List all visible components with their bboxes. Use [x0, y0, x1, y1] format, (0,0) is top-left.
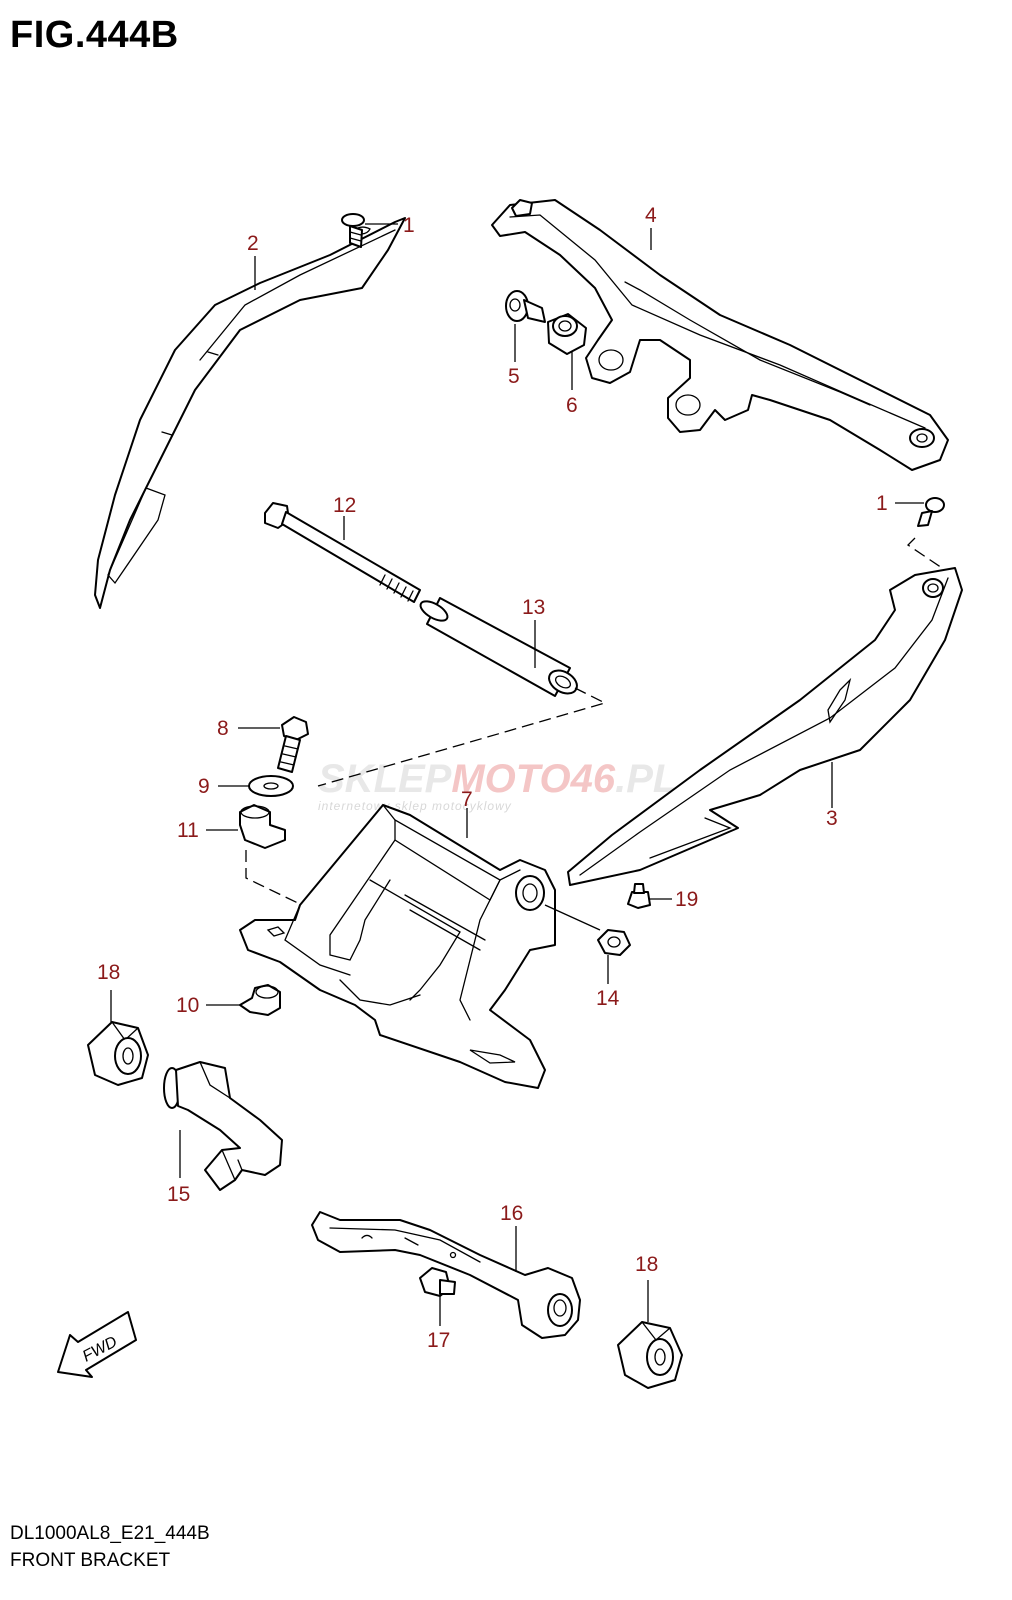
part-5-bolt — [505, 290, 546, 323]
callout-15: 15 — [167, 1183, 190, 1206]
part-11-grommet — [239, 804, 286, 849]
part-9-washer — [248, 775, 294, 797]
part-1-screw-top — [341, 213, 365, 248]
part-18-damper-left — [87, 1021, 149, 1086]
part-18-damper-right — [617, 1321, 683, 1389]
guide-line-11 — [245, 850, 303, 906]
callout-7: 7 — [461, 788, 473, 811]
callout-16: 16 — [500, 1202, 523, 1225]
part-15-stay-pipe — [163, 1061, 283, 1191]
watermark-subtitle: internetowy sklep motocyklowy — [318, 799, 512, 813]
callout-3: 3 — [826, 807, 838, 830]
part-16-lower-stay — [311, 1211, 581, 1339]
callout-1-top: 1 — [403, 214, 415, 237]
callout-18-left: 18 — [97, 961, 120, 984]
guide-line-14 — [544, 904, 601, 931]
callout-18-right: 18 — [635, 1253, 658, 1276]
watermark-part2: MOTO — [451, 757, 570, 801]
callout-5: 5 — [508, 365, 520, 388]
part-4-upper-bracket — [491, 199, 949, 471]
callout-10: 10 — [176, 994, 199, 1017]
part-6-bushing — [547, 313, 587, 355]
part-17-bolt — [419, 1267, 456, 1297]
part-12-long-bolt — [264, 502, 421, 603]
callout-8: 8 — [217, 717, 229, 740]
callout-13: 13 — [522, 596, 545, 619]
part-19-screw — [627, 883, 651, 909]
callouts: 1 2 4 5 6 12 1 13 8 3 9 11 7 19 18 10 14 — [97, 204, 924, 1352]
part-10-grommet — [239, 984, 281, 1016]
callout-1-right: 1 — [876, 492, 888, 515]
guide-line-13 — [317, 687, 607, 787]
callout-12: 12 — [333, 494, 356, 517]
fwd-arrow-icon: FWD — [57, 1311, 137, 1378]
part-14-nut — [597, 929, 631, 956]
callout-6: 6 — [566, 394, 578, 417]
callout-11: 11 — [177, 819, 199, 842]
part-3-right-cover — [567, 567, 963, 886]
part-8-bolt — [277, 716, 309, 773]
part-13-spacer-tube — [419, 597, 578, 697]
watermark: SKLEPMOTO46.PL internetowy sklep motocyk… — [318, 757, 677, 813]
callout-17: 17 — [427, 1329, 450, 1352]
callout-19: 19 — [675, 888, 698, 911]
svg-text:SKLEPMOTO46.PL: SKLEPMOTO46.PL — [318, 757, 677, 801]
callout-14: 14 — [596, 987, 620, 1010]
callout-4: 4 — [645, 204, 657, 227]
figure-code: DL1000AL8_E21_444B — [10, 1523, 210, 1544]
figure-name: FRONT BRACKET — [10, 1550, 171, 1571]
figure-title: FIG.444B — [10, 14, 179, 56]
part-2-left-cover — [94, 217, 406, 609]
watermark-part1: SKLEP — [318, 757, 452, 801]
callout-2: 2 — [247, 232, 259, 255]
guide-line-1-right — [906, 537, 946, 571]
callout-9: 9 — [198, 775, 210, 798]
part-1-screw-right — [917, 497, 945, 527]
watermark-part3: 46 — [570, 757, 616, 801]
part-7-main-bracket — [239, 804, 556, 1089]
